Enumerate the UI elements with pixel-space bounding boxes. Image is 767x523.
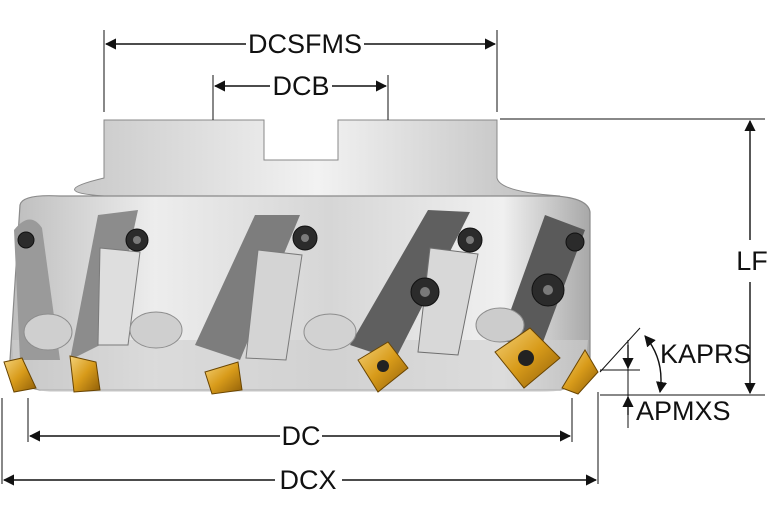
cutter-body	[3, 119, 599, 395]
cutter-hub	[74, 119, 561, 197]
insert-1	[3, 357, 37, 393]
chip-flute-3	[195, 215, 300, 360]
insert-screw-5	[518, 350, 534, 366]
screw-7	[17, 231, 35, 249]
wedge-clamp-1	[97, 247, 141, 346]
chip-flute-4	[350, 210, 470, 360]
label-dcb: DCB	[272, 71, 329, 101]
coolant-bump-1	[23, 313, 73, 351]
label-apmxs: APMXS	[636, 396, 731, 426]
coolant-bump-2	[129, 311, 183, 349]
clamp-screws	[17, 225, 585, 307]
coolant-bump-4	[475, 307, 525, 343]
insert-6	[561, 349, 599, 395]
insert-3	[204, 361, 243, 395]
extension-lines	[1, 30, 765, 484]
wedge-clamp-2	[245, 249, 303, 361]
label-lf: LF	[736, 246, 767, 276]
dimension-lines	[2, 38, 756, 486]
label-dcx: DCX	[279, 465, 336, 495]
coolant-bump-3	[303, 313, 357, 351]
insert-screw-4	[377, 360, 389, 372]
insert-2	[69, 355, 101, 393]
dimension-labels: DCSFMS DCB LF KAPRS APMXS DC DCX	[248, 29, 767, 495]
wedge-clamp-3	[417, 247, 479, 356]
label-dc: DC	[282, 421, 321, 451]
dim-arc-kaprs	[644, 335, 668, 394]
label-kaprs: KAPRS	[660, 339, 752, 369]
screw-4	[565, 232, 585, 252]
label-dcsfms: DCSFMS	[248, 29, 362, 59]
